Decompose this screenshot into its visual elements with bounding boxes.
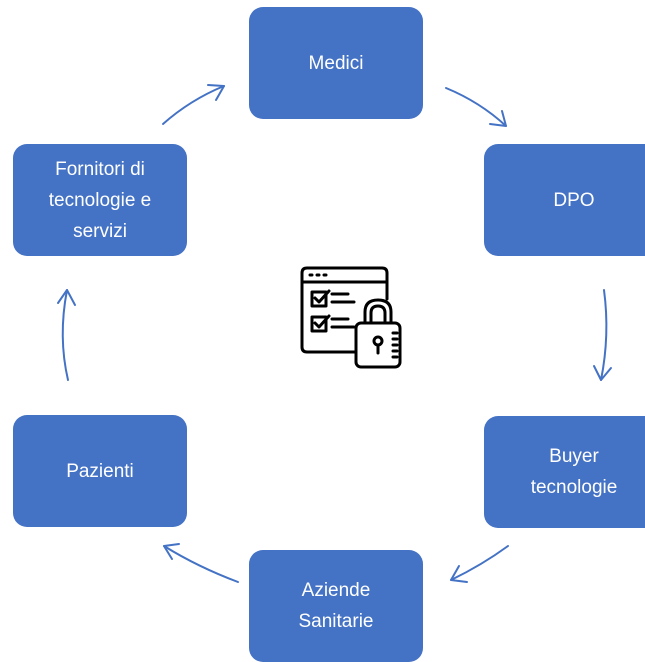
checklist-lock-icon (300, 266, 402, 369)
node-pazienti: Pazienti (13, 415, 187, 527)
arrow-fornitori-to-medici (162, 84, 225, 125)
node-fornitori: Fornitori di tecnologie e servizi (13, 144, 187, 256)
node-aziende-sanitarie: Aziende Sanitarie (249, 550, 423, 662)
arrow-dpo-to-buyer (593, 289, 612, 381)
arrow-aziende-to-pazienti (163, 543, 239, 583)
arrow-pazienti-to-fornitori (57, 289, 76, 381)
arrow-medici-to-dpo (445, 87, 507, 127)
node-medici: Medici (249, 7, 423, 119)
arrow-buyer-to-aziende (450, 545, 509, 583)
node-buyer-tecnologie: Buyer tecnologie (484, 416, 645, 528)
node-dpo: DPO (484, 144, 645, 256)
